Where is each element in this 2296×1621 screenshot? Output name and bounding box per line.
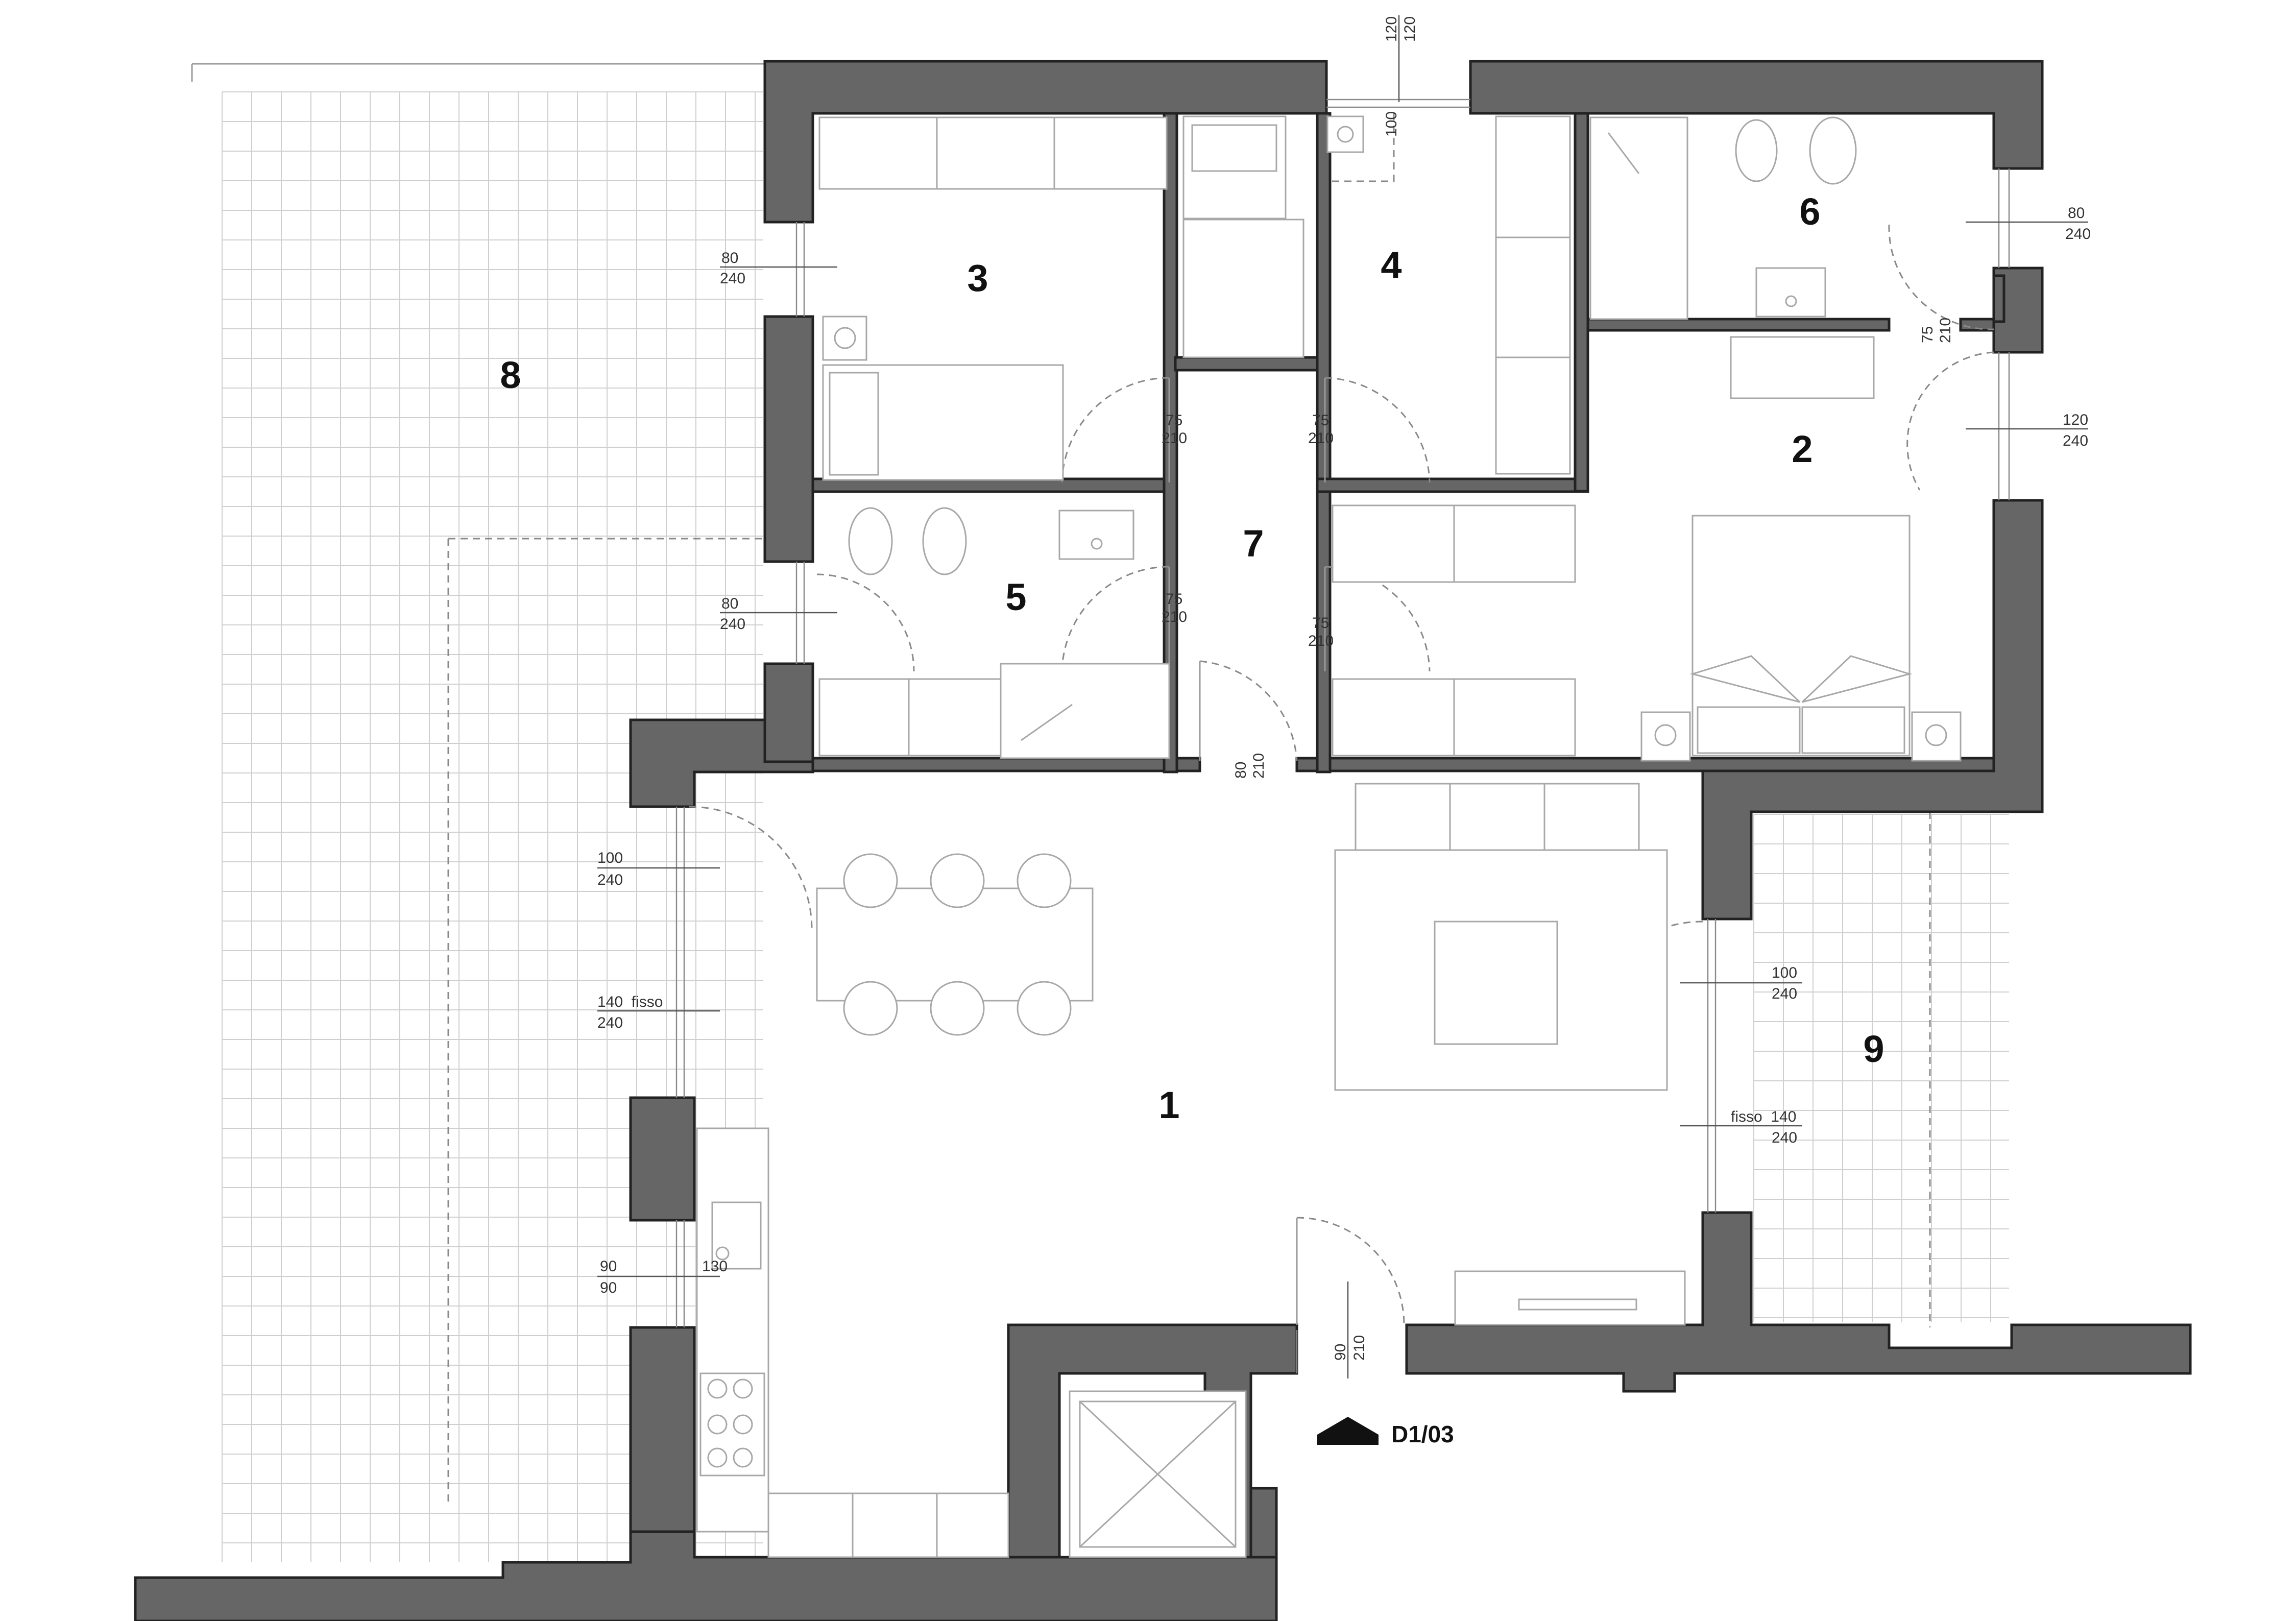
dim-w4-height: 120 (1401, 16, 1418, 42)
room-5-label: 5 (1005, 576, 1026, 618)
opening-dimensions: 80 240 80 240 100 240 140 fisso 240 90 9… (597, 16, 2091, 1361)
dim-w1c-width: 90 (600, 1258, 617, 1275)
dim-w1a-height: 240 (597, 872, 623, 888)
chair (930, 853, 985, 908)
terrace-9-tile-grid (1753, 814, 2009, 1322)
chair (1017, 981, 1072, 1036)
dim-w2-width: 120 (2063, 412, 2088, 428)
room-6-label: 6 (1799, 190, 1820, 233)
dim-w5-height: 240 (720, 616, 745, 633)
terrace-8-tile-grid (222, 91, 763, 1562)
room-1-label: 1 (1158, 1084, 1179, 1126)
dim-w1d-height: 240 (1772, 985, 1797, 1002)
entrance-marker: D1/03 (1317, 1417, 1454, 1447)
dim-w1e-width: fisso 140 (1731, 1108, 1796, 1125)
dim-entry-width: 90 (1332, 1344, 1349, 1361)
dim-w1e-height: 240 (1772, 1129, 1797, 1146)
dim-entry-height: 210 (1351, 1335, 1368, 1361)
dim-w4-width: 120 (1383, 16, 1400, 42)
room-9-label: 9 (1863, 1028, 1884, 1070)
chair (930, 981, 985, 1036)
dim-w1b-height: 240 (597, 1014, 623, 1031)
dim-w6-width: 80 (2068, 205, 2085, 222)
dim-w2-height: 240 (2063, 432, 2088, 449)
dim-w4-sill: 100 (1383, 111, 1400, 137)
dim-w1d-width: 100 (1772, 964, 1797, 981)
chair (843, 981, 898, 1036)
room-3-label: 3 (967, 257, 988, 299)
dim-w5-width: 80 (721, 595, 738, 612)
dim-d7-height: 210 (1250, 753, 1267, 779)
windows (675, 99, 2010, 1373)
room-2-label: 2 (1792, 428, 1812, 470)
terrace-8-area (191, 63, 765, 1562)
dim-d4-width: 75 (1312, 412, 1329, 429)
dim-d4-height: 210 (1308, 430, 1334, 447)
dim-w1b-width: 140 fisso (597, 994, 663, 1010)
entrance-tag: D1/03 (1391, 1421, 1454, 1447)
chair (1017, 853, 1072, 908)
walls (134, 60, 2192, 1621)
dim-w1c-sill: 130 (702, 1258, 728, 1275)
room-labels: 1 2 3 4 5 6 7 8 9 (500, 190, 1884, 1126)
dim-w3-width: 80 (721, 250, 738, 267)
room-8-label: 8 (500, 354, 521, 396)
furniture (696, 115, 1962, 1558)
dim-w1a-width: 100 (597, 850, 623, 866)
dim-d7-width: 80 (1232, 762, 1249, 779)
dim-d3-width: 75 (1166, 412, 1182, 429)
dim-w3-height: 240 (720, 270, 745, 287)
dining-chairs (843, 853, 1072, 1036)
dim-d3-height: 210 (1162, 430, 1187, 447)
dim-w6-height: 240 (2065, 226, 2091, 243)
dimension-leaders (597, 15, 2088, 1378)
dim-d2-height: 210 (1308, 633, 1334, 649)
terrace-9-area (1753, 812, 2009, 1327)
chair (843, 853, 898, 908)
dim-w1c-height: 90 (600, 1279, 617, 1296)
room-7-label: 7 (1243, 522, 1264, 565)
dim-d2-width: 75 (1312, 615, 1329, 632)
dim-d5-width: 75 (1166, 591, 1182, 608)
dim-d5-height: 210 (1162, 609, 1187, 625)
entrance-arrow-icon (1317, 1417, 1379, 1445)
dim-d6-width: 75 (1919, 326, 1936, 343)
room-4-label: 4 (1381, 244, 1401, 286)
dim-d6-height: 210 (1937, 318, 1954, 343)
